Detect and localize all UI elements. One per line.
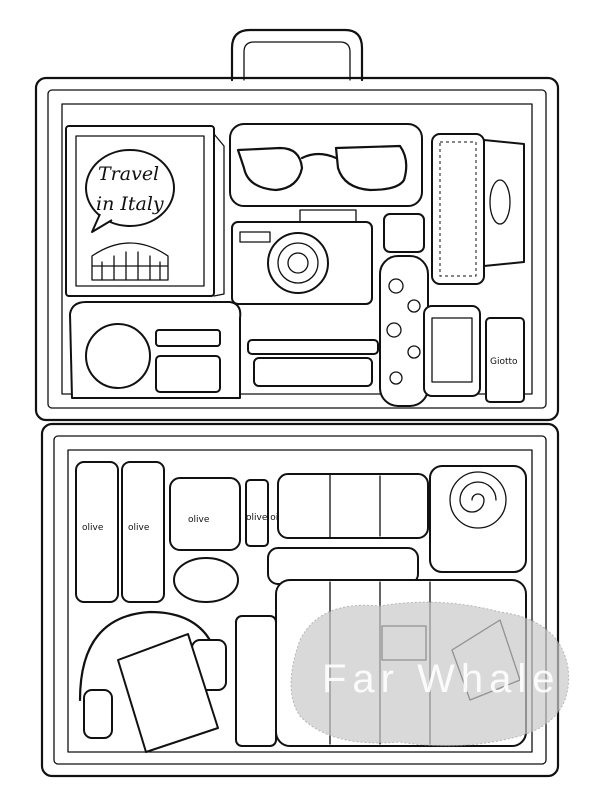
book-title-line1: Travel	[98, 163, 159, 185]
book-title-line2: in Italy	[96, 193, 164, 215]
jar-label-2: olive	[128, 523, 150, 533]
thermos	[277, 473, 429, 539]
polka-dot-bottle	[379, 213, 429, 407]
folded-cloth	[235, 615, 277, 747]
medicine-label: Giotto	[490, 357, 518, 367]
notebook	[117, 633, 219, 753]
rolled-towel	[429, 465, 527, 573]
suitcase-base	[40, 422, 560, 778]
travel-book: Travel in Italy	[65, 125, 225, 297]
toiletry-pouch	[69, 301, 242, 399]
suitcase-handle	[230, 28, 364, 82]
jar-label-3: olive	[188, 515, 210, 525]
medicine-bottle: Giotto	[485, 317, 525, 403]
wallet	[431, 133, 525, 285]
toothbrush-and-toothpaste	[247, 339, 379, 387]
watermark: Far Whale	[290, 601, 570, 747]
olive-jars: olive olive olive olive oil	[75, 461, 281, 603]
smartphone	[423, 305, 481, 397]
jar-label-1: olive	[82, 523, 104, 533]
glasses-case	[229, 123, 423, 207]
camera	[231, 209, 373, 305]
suitcase-lid	[34, 76, 560, 422]
pencil-case	[267, 547, 419, 585]
oil-label: olive oil	[246, 513, 281, 523]
watermark-text: Far Whale	[322, 657, 561, 701]
